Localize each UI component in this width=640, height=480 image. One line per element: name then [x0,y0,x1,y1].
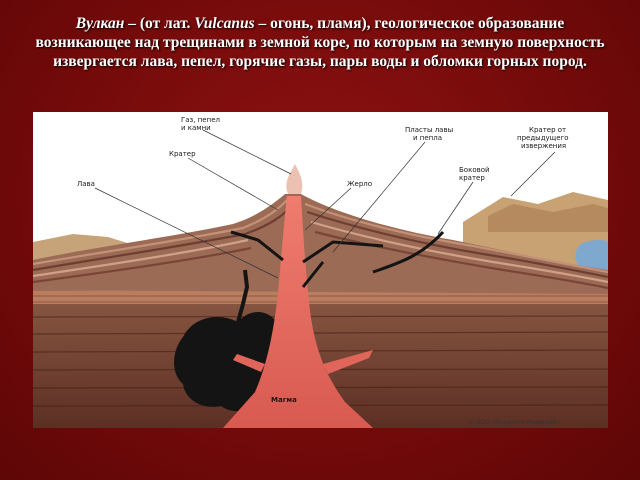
lava-branch-right [323,350,373,374]
eruption-plume [286,164,303,194]
label-layers-2: и пепла [413,134,442,142]
label-layers: Пласты лавы [405,126,453,134]
label-vent: Жерло [347,180,372,188]
label-old-crater: Кратер от [529,126,566,134]
label-gas-2: и камни [181,124,211,132]
label-old-crater-2: предыдущего [517,134,569,142]
label-old-crater-3: извержения [521,142,566,150]
slide-definition-text: Вулкан – (от лат. Vulcanus – огонь, плам… [30,14,610,71]
definition-part-2: – огонь, пламя), геологическое образован… [35,15,605,70]
side-vents [230,230,445,288]
label-lava: Лава [77,180,95,188]
lava-branch-left [233,354,265,372]
volcano-diagram: Газ, пепел и камни Кратер Лава Жерло Пла… [33,112,608,428]
latin-term: Vulcanus [194,15,255,32]
label-side-crater-2: кратер [459,174,485,182]
label-side-crater: Боковой [459,166,490,174]
label-crater: Кратер [169,150,196,158]
label-gas: Газ, пепел [181,116,220,124]
lava-conduit [223,196,373,428]
copyright: © ООО «Кирилл и Мефодий» [468,419,561,426]
label-magma: Магма [271,396,297,404]
lake [575,240,608,274]
term: Вулкан [75,15,125,32]
volcano-cone [33,194,608,294]
definition-part-1: – (от лат. [124,15,195,32]
